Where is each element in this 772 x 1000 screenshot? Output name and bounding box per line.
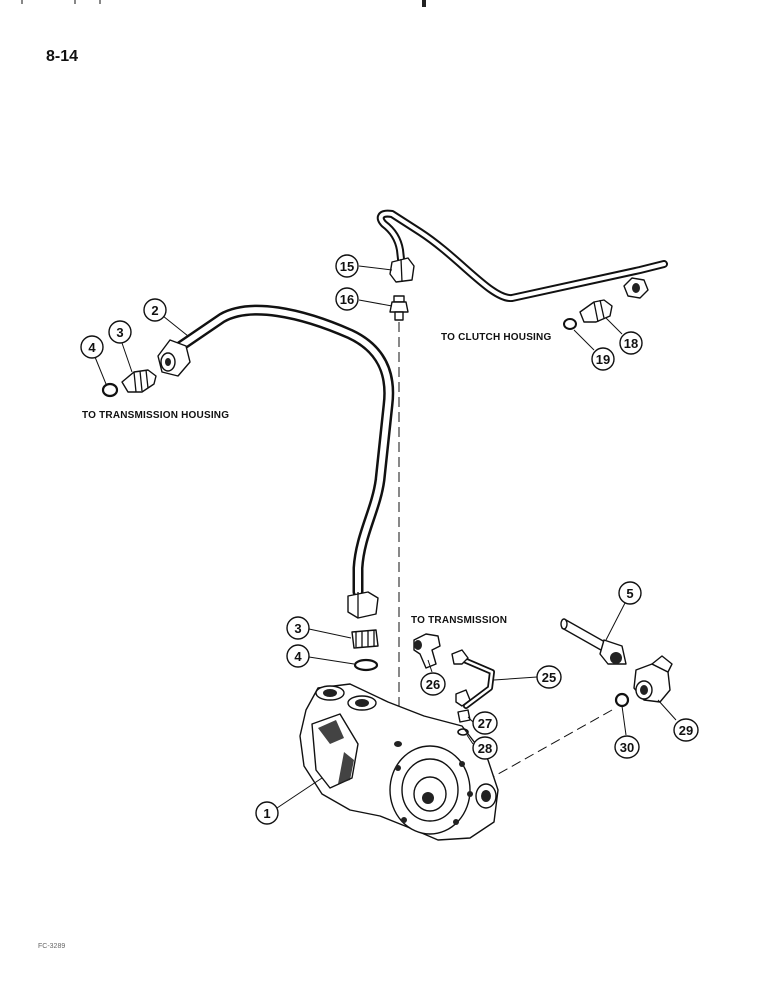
pipe-2-nut-left [157, 339, 191, 377]
svg-text:2: 2 [151, 303, 158, 318]
adapter-3-top [121, 369, 157, 393]
callout-1: 1 [255, 777, 323, 825]
svg-text:4: 4 [88, 340, 96, 355]
callout-3-top: 3 [108, 320, 133, 373]
callout-25: 25 [493, 665, 562, 689]
adapter-3-mid [351, 629, 379, 649]
svg-text:3: 3 [116, 325, 123, 340]
elbow-29 [633, 655, 673, 703]
scan-marks [21, 0, 426, 7]
caption-transmission-housing: TO TRANSMISSION HOUSING [82, 410, 229, 421]
callout-29: 29 [657, 699, 699, 742]
svg-text:3: 3 [294, 621, 301, 636]
o-ring-30 [614, 692, 630, 708]
svg-text:5: 5 [626, 586, 633, 601]
svg-text:29: 29 [679, 723, 693, 738]
callout-26: 26 [420, 659, 446, 696]
callout-27: 27 [467, 711, 498, 735]
nut-15 [389, 257, 415, 283]
fitting-18 [579, 299, 613, 323]
svg-text:18: 18 [624, 336, 638, 351]
o-ring-19 [563, 318, 577, 330]
svg-text:28: 28 [478, 741, 492, 756]
caption-transmission: TO TRANSMISSION [411, 615, 507, 626]
pipe-clutch [376, 209, 668, 302]
o-ring-4-mid [353, 658, 379, 672]
callout-15: 15 [335, 254, 393, 278]
callout-18: 18 [605, 317, 643, 355]
callout-30: 30 [614, 705, 640, 759]
svg-text:30: 30 [620, 740, 634, 755]
pipe-clutch-nut-right [623, 277, 649, 299]
fitting-27 [457, 709, 471, 723]
elbow-26 [413, 633, 441, 669]
svg-text:15: 15 [340, 259, 354, 274]
svg-text:27: 27 [478, 716, 492, 731]
page-number: 8-14 [46, 48, 78, 65]
svg-text:19: 19 [596, 352, 610, 367]
callout-2: 2 [143, 298, 189, 337]
fitting-16 [389, 295, 409, 321]
svg-text:4: 4 [294, 649, 302, 664]
callout-4-mid: 4 [286, 644, 355, 668]
callout-16: 16 [335, 287, 393, 311]
caption-clutch-housing: TO CLUTCH HOUSING [441, 332, 551, 343]
o-ring-28 [457, 728, 469, 736]
svg-text:25: 25 [542, 670, 556, 685]
callout-3-mid: 3 [286, 616, 352, 640]
pipe-2 [172, 304, 395, 598]
svg-text:1: 1 [263, 806, 270, 821]
tube-25 [451, 649, 495, 709]
callout-4-top: 4 [80, 335, 107, 385]
callout-28: 28 [466, 734, 498, 760]
svg-text:26: 26 [426, 677, 440, 692]
assembly-line-right [483, 709, 613, 783]
figure-code: FC-3289 [38, 943, 65, 950]
o-ring-4-top [101, 382, 119, 398]
tube-5 [560, 618, 627, 665]
housing-1 [299, 683, 499, 841]
pipe-2-nut-bottom [347, 591, 379, 619]
callout-19: 19 [573, 329, 615, 371]
callout-5: 5 [605, 581, 642, 641]
svg-text:16: 16 [340, 292, 354, 307]
